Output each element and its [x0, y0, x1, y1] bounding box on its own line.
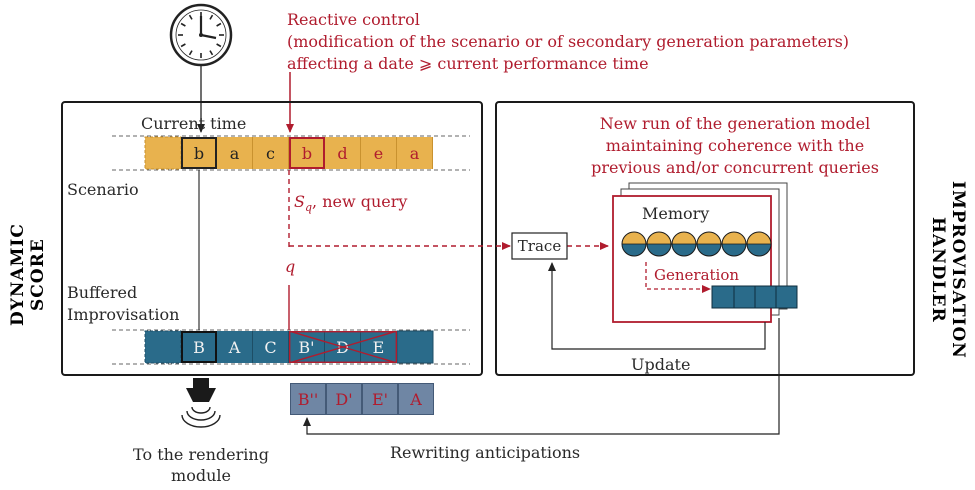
trace-label: Trace: [517, 237, 562, 255]
rewrite-cell: D': [326, 383, 362, 415]
scenario-rails: [112, 135, 470, 171]
buffer-rails: [112, 329, 470, 365]
memory-state-bottom: [697, 244, 721, 256]
buffer-tail-cell: [396, 330, 434, 364]
scenario-cell-modified: b: [289, 137, 325, 169]
scenario-label: Scenario: [67, 180, 139, 199]
memory-label: Memory: [642, 204, 710, 223]
scenario-past-cell: [144, 136, 182, 170]
current-time-label: Current time: [141, 114, 247, 133]
rendering-module-label: To the rendering module: [133, 445, 269, 485]
new-query-text: , new query: [312, 192, 408, 211]
memory-state-top: [697, 232, 721, 244]
memory-state-top: [647, 232, 671, 244]
scenario-cell: c: [253, 137, 289, 169]
memory-state-bottom: [722, 244, 746, 256]
rewriting-arrow: [303, 318, 780, 435]
scenario-cell-modified: d: [325, 137, 361, 169]
generation-arrow: [645, 262, 711, 293]
buffer-past-cell: [144, 330, 182, 364]
query-subscript: q: [304, 201, 313, 215]
query-symbol: S: [294, 192, 305, 211]
memory-state-top: [722, 232, 746, 244]
clock-icon: [169, 3, 233, 67]
buffer-cell: B: [181, 331, 217, 363]
memory-state-top: [622, 232, 646, 244]
update-arrow: [548, 262, 766, 350]
buffered-improvisation-label: Buffered Improvisation: [67, 283, 180, 324]
buffer-cell: A: [217, 331, 253, 363]
generation-label: Generation: [654, 266, 740, 284]
update-label: Update: [631, 355, 691, 374]
scenario-cell: b: [181, 137, 217, 169]
trace-box: [511, 232, 568, 260]
generated-blocks: [711, 285, 798, 309]
discard-cross: [289, 331, 397, 363]
new-run-text: New run of the generation model maintain…: [591, 114, 879, 177]
rewriting-anticipations-label: Rewriting anticipations: [390, 443, 581, 462]
buffer-cell: C: [253, 331, 289, 363]
scenario-cell: a: [217, 137, 253, 169]
memory-state-bottom: [672, 244, 696, 256]
rewrite-cell: E': [362, 383, 398, 415]
dynamic-score-panel: [61, 101, 483, 376]
scenario-cell-modified: e: [361, 137, 397, 169]
rewrite-cell: A: [398, 383, 434, 415]
scenario-cell-modified: a: [397, 137, 433, 169]
q-label: q: [284, 255, 297, 278]
rewrite-cell: B'': [290, 383, 326, 415]
memory-state-bottom: [622, 244, 646, 256]
reactive-control-text: Reactive control (modification of the sc…: [287, 10, 850, 73]
memory-state-top: [747, 232, 771, 244]
memory-state-top: [672, 232, 696, 244]
memory-state-bottom: [747, 244, 771, 256]
memory-state-bottom: [647, 244, 671, 256]
speaker-icon: [181, 378, 221, 428]
new-query-label: Sq, new query: [294, 192, 407, 214]
memory-sequence: [621, 231, 772, 257]
improvisation-handler-panel: [495, 101, 915, 376]
